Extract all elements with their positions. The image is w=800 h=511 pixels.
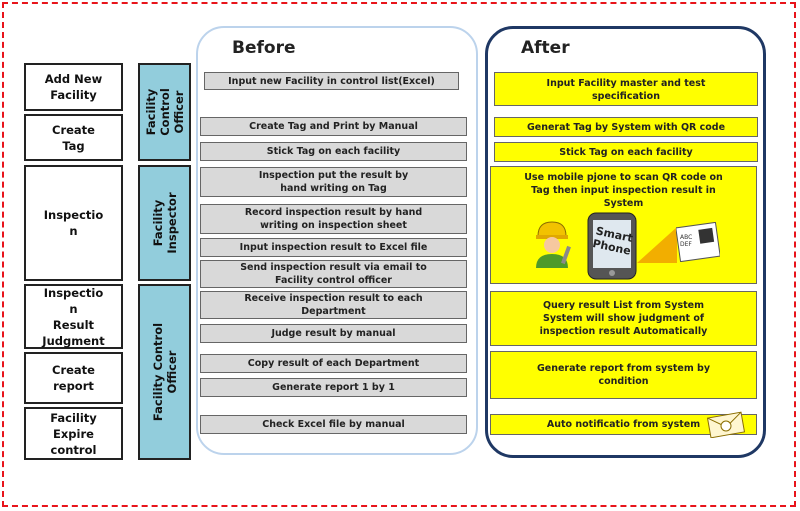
role-label: Facility Control Officer xyxy=(143,88,186,136)
qr-tag-label: ABC DEF xyxy=(680,234,693,248)
after-box: Input Facility master and test specifica… xyxy=(494,72,758,106)
step-inspection: Inspectio n xyxy=(24,165,123,281)
scan-beam-icon xyxy=(637,227,677,263)
after-box: Generat Tag by System with QR code xyxy=(494,117,758,137)
role-facility-inspector: Facility Inspector xyxy=(138,165,191,281)
after-title: After xyxy=(521,38,570,58)
before-box: Input new Facility in control list(Excel… xyxy=(204,72,459,90)
step-inspection-result-judgment: Inspectio n Result Judgment xyxy=(24,284,123,349)
before-box: Send inspection result via email to Faci… xyxy=(200,260,467,288)
before-box: Record inspection result by hand writing… xyxy=(200,204,467,234)
step-create-report: Create report xyxy=(24,352,123,404)
step-create-tag: Create Tag xyxy=(24,114,123,161)
smartphone-icon xyxy=(587,212,637,280)
role-facility-control-officer-bottom: Facility Control Officer xyxy=(138,284,191,460)
before-box: Copy result of each Department xyxy=(200,354,467,373)
step-add-new-facility: Add New Facility xyxy=(24,63,123,111)
before-box: Create Tag and Print by Manual xyxy=(200,117,467,136)
before-box: Receive inspection result to each Depart… xyxy=(200,291,467,319)
before-box: Stick Tag on each facility xyxy=(200,142,467,161)
before-box: Input inspection result to Excel file xyxy=(200,238,467,257)
before-box: Inspection put the result by hand writin… xyxy=(200,167,467,197)
before-title: Before xyxy=(232,38,296,58)
after-box: Auto notificatio from system xyxy=(490,414,757,435)
before-box: Check Excel file by manual xyxy=(200,415,467,434)
after-box: Stick Tag on each facility xyxy=(494,142,758,162)
role-label: Facility Control Officer xyxy=(150,322,179,422)
after-box: Generate report from system by condition xyxy=(490,351,757,399)
qr-tag-icon xyxy=(676,222,720,262)
before-box: Judge result by manual xyxy=(200,324,467,343)
role-facility-control-officer-top: Facility Control Officer xyxy=(138,63,191,161)
before-box: Generate report 1 by 1 xyxy=(200,378,467,397)
worker-icon xyxy=(536,221,571,268)
step-facility-expire-control: Facility Expire control xyxy=(24,407,123,460)
email-icon xyxy=(706,411,746,438)
role-label: Facility Inspector xyxy=(150,192,179,254)
after-box: Query result List from System System wil… xyxy=(490,291,757,346)
